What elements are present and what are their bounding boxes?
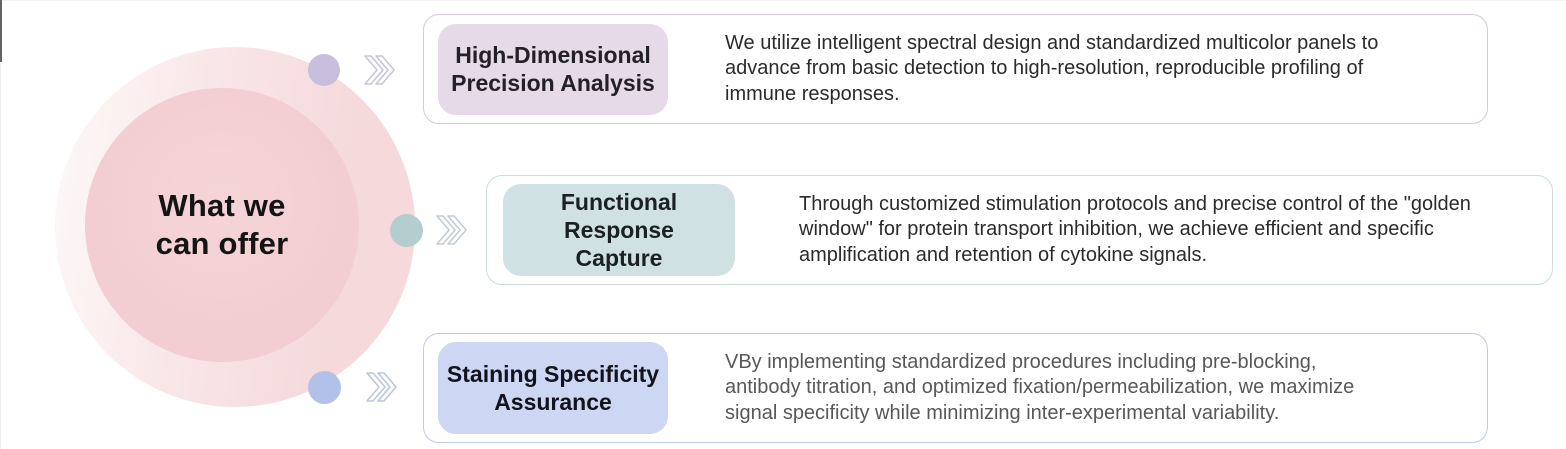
offer-description-line: VBy implementing standardized procedures… — [725, 350, 1317, 373]
offer-label-line: Staining Specificity — [446, 361, 660, 387]
offer-description-line: antibody titration, and optimized fixati… — [725, 376, 1355, 399]
hub-title: What we can offer — [156, 187, 289, 263]
offer-description: Through customized stimulation protocols… — [799, 192, 1471, 269]
offer-label-line: High-Dimensional — [455, 42, 651, 68]
offer-label-line: Precision Analysis — [451, 70, 655, 96]
offer-description: VBy implementing standardized procedures… — [725, 350, 1354, 427]
double-chevron-icon — [436, 215, 467, 245]
top-edge-line — [0, 0, 1566, 1]
offer-description-line: immune responses. — [725, 82, 900, 105]
offer-description-line: amplification and retention of cytokine … — [799, 243, 1208, 266]
offer-description-line: Through customized stimulation protocols… — [799, 192, 1471, 215]
offer-description-line: advance from basic detection to high-res… — [725, 57, 1364, 80]
offer-description: We utilize intelligent spectral design a… — [725, 31, 1378, 108]
offer-label-line: Functional Response — [560, 189, 678, 243]
hub-title-line1: What we — [158, 188, 286, 223]
left-edge-line — [0, 0, 2, 62]
offer-label-line: Capture — [575, 245, 663, 271]
offer-label-line: Assurance — [494, 389, 612, 415]
double-chevron-icon — [366, 372, 397, 402]
connector-dot — [308, 54, 340, 86]
offer-description-line: We utilize intelligent spectral design a… — [725, 31, 1379, 54]
hub-title-line2: can offer — [155, 226, 289, 261]
left-edge-line-faint — [0, 62, 1, 449]
connector-dot — [390, 214, 423, 247]
connector-dot — [308, 371, 341, 404]
hub-circle: What we can offer — [85, 88, 359, 362]
double-chevron-icon — [364, 55, 395, 85]
offer-description-line: signal specificity while minimizing inte… — [725, 401, 1280, 424]
offer-description-line: window" for protein transport inhibition… — [799, 218, 1434, 241]
